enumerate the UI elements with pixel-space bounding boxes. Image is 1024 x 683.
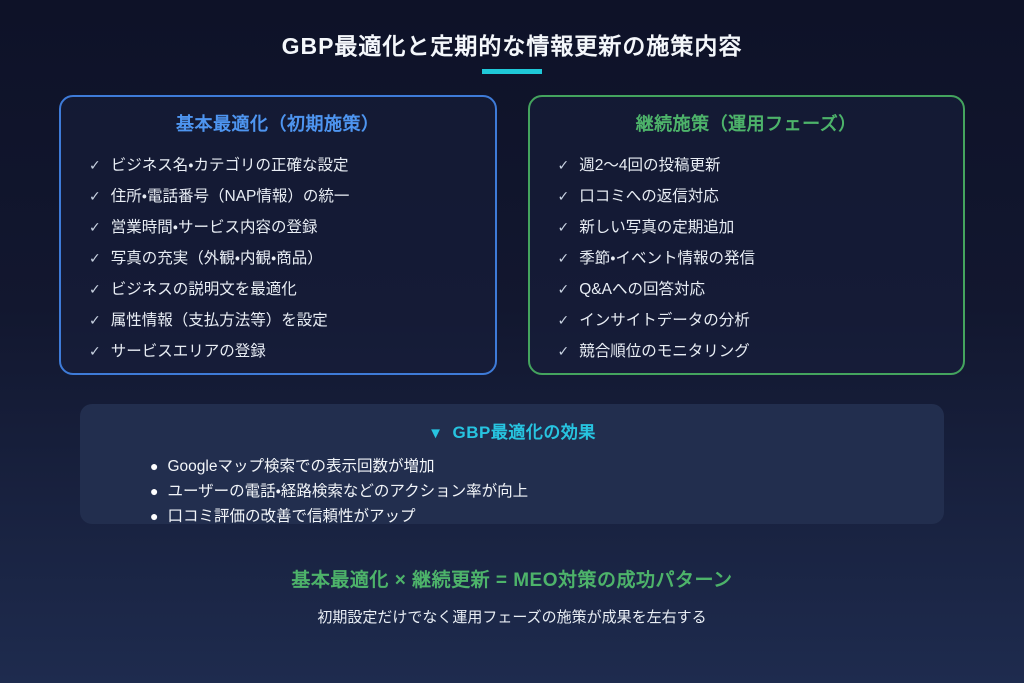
list-item-text: 写真の充実（外観・内観・商品）	[110, 250, 323, 267]
list-item: ✓ 写真の充実（外観・内観・商品）	[89, 243, 495, 274]
list-item-text: ビジネスの説明文を最適化	[110, 281, 297, 298]
check-icon: ✓	[557, 250, 570, 266]
list-item-text: 住所・電話番号（NAP情報）の統一	[110, 188, 350, 205]
list-item: ✓ 季節・イベント情報の発信	[558, 243, 964, 274]
list-item: ● Googleマップ検索での表示回数が増加	[150, 454, 944, 479]
list-item: ✓ 競合順位のモニタリング	[558, 336, 964, 367]
list-item: ✓ 属性情報（支払方法等）を設定	[89, 305, 495, 336]
footer: 基本最適化 × 継続更新 = MEO対策の成功パターン 初期設定だけでなく運用フ…	[0, 565, 1024, 627]
list-item: ✓ 住所・電話番号（NAP情報）の統一	[89, 181, 495, 212]
header: GBP最適化と定期的な情報更新の施策内容	[0, 0, 1024, 74]
list-item-text: Q&Aへの回答対応	[579, 281, 705, 298]
list-item: ✓ 新しい写真の定期追加	[558, 212, 964, 243]
card-continuous-title: 継続施策（運用フェーズ）	[635, 114, 857, 134]
check-icon: ✓	[89, 343, 101, 359]
check-icon: ✓	[89, 219, 101, 235]
bullet-icon: ●	[150, 483, 159, 499]
check-icon: ✓	[557, 312, 570, 328]
check-icon: ✓	[89, 281, 101, 297]
success-formula: 基本最適化 × 継続更新 = MEO対策の成功パターン	[291, 570, 733, 591]
list-item-text: 週2〜4回の投稿更新	[579, 157, 721, 174]
list-item: ✓ 口コミへの返信対応	[558, 181, 964, 212]
check-icon: ✓	[89, 157, 101, 173]
list-item-text: 季節・イベント情報の発信	[579, 250, 756, 267]
cards-row: 基本最適化（初期施策） ✓ ビジネス名・カテゴリの正確な設定 ✓ 住所・電話番号（N…	[59, 95, 965, 375]
check-icon: ✓	[557, 188, 570, 204]
continuous-checklist: ✓ 週2〜4回の投稿更新 ✓ 口コミへの返信対応 ✓ 新しい写真の定期追加 ✓ 季節・イ…	[558, 150, 964, 367]
list-item-text: ユーザーの電話・経路検索などのアクション率が向上	[167, 483, 529, 500]
list-item-text: 口コミ評価の改善で信頼性がアップ	[167, 508, 416, 525]
list-item-text: 属性情報（支払方法等）を設定	[110, 312, 328, 329]
list-item: ✓ サービスエリアの登録	[89, 336, 495, 367]
list-item: ✓ ビジネス名・カテゴリの正確な設定	[89, 150, 495, 181]
list-item: ● 口コミ評価の改善で信頼性がアップ	[150, 504, 944, 529]
effects-list: ● Googleマップ検索での表示回数が増加 ● ユーザーの電話・経路検索などのアク…	[150, 454, 944, 529]
basic-checklist: ✓ ビジネス名・カテゴリの正確な設定 ✓ 住所・電話番号（NAP情報）の統一 ✓ 営業…	[89, 150, 495, 367]
bullet-icon: ●	[150, 458, 159, 474]
check-icon: ✓	[557, 343, 570, 359]
effects-panel: ▼ GBP最適化の効果 ● Googleマップ検索での表示回数が増加 ● ユーザーの電…	[80, 404, 944, 525]
check-icon: ✓	[557, 219, 570, 235]
effects-title: ▼ GBP最適化の効果	[80, 418, 944, 443]
list-item: ✓ インサイトデータの分析	[558, 305, 964, 336]
list-item: ✓ 週2〜4回の投稿更新	[558, 150, 964, 181]
list-item-text: サービスエリアの登録	[110, 343, 266, 360]
list-item-text: 口コミへの返信対応	[579, 188, 719, 205]
list-item: ✓ ビジネスの説明文を最適化	[89, 274, 495, 305]
list-item-text: ビジネス名・カテゴリの正確な設定	[110, 157, 349, 174]
list-item: ● ユーザーの電話・経路検索などのアクション率が向上	[150, 479, 944, 504]
effects-title-text: GBP最適化の効果	[452, 423, 596, 442]
check-icon: ✓	[89, 312, 101, 328]
page-title: GBP最適化と定期的な情報更新の施策内容	[281, 33, 743, 59]
list-item: ✓ 営業時間・サービス内容の登録	[89, 212, 495, 243]
list-item-text: インサイトデータの分析	[579, 312, 750, 329]
card-continuous-measures: 継続施策（運用フェーズ） ✓ 週2〜4回の投稿更新 ✓ 口コミへの返信対応 ✓ 新しい…	[527, 95, 965, 375]
check-icon: ✓	[89, 250, 101, 266]
list-item-text: 新しい写真の定期追加	[579, 219, 735, 236]
footer-note: 初期設定だけでなく運用フェーズの施策が成果を左右する	[317, 609, 707, 626]
check-icon: ✓	[557, 157, 570, 173]
list-item-text: 競合順位のモニタリング	[579, 343, 750, 360]
list-item: ✓ Q&Aへの回答対応	[558, 274, 964, 305]
list-item-text: Googleマップ検索での表示回数が増加	[167, 458, 435, 475]
triangle-down-icon: ▼	[428, 425, 444, 442]
card-basic-title: 基本最適化（初期施策）	[176, 114, 380, 134]
title-underline	[482, 69, 542, 74]
check-icon: ✓	[557, 281, 570, 297]
list-item-text: 営業時間・サービス内容の登録	[110, 219, 318, 236]
card-basic-optimization: 基本最適化（初期施策） ✓ ビジネス名・カテゴリの正確な設定 ✓ 住所・電話番号（N…	[59, 95, 497, 375]
check-icon: ✓	[89, 188, 101, 204]
bullet-icon: ●	[150, 508, 159, 524]
